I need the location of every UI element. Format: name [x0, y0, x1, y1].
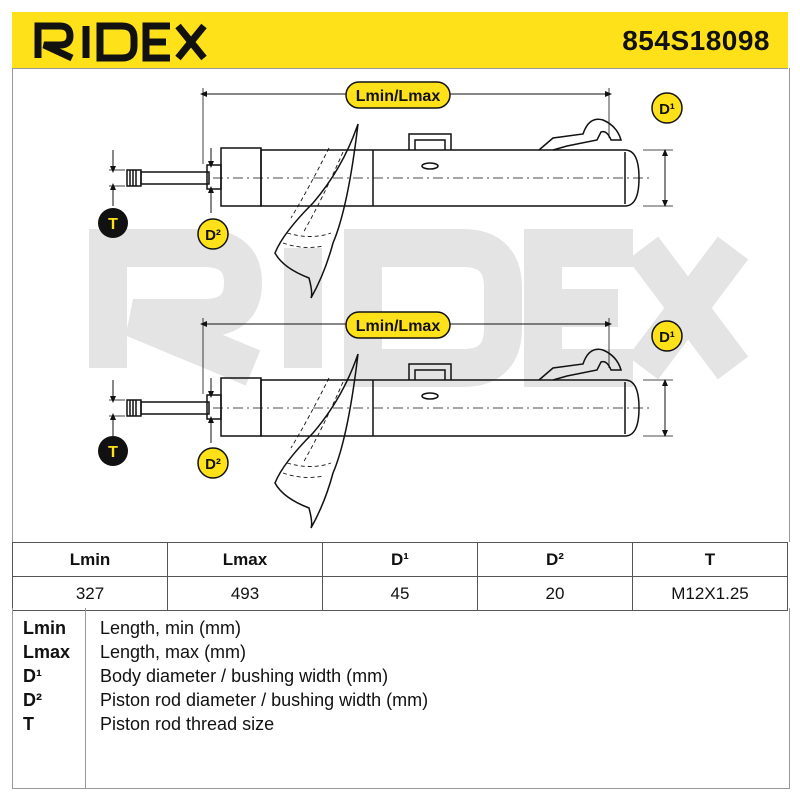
- header-bar: 854S18098: [12, 12, 788, 69]
- part-number: 854S18098: [622, 25, 770, 56]
- legend-key: Lmax: [23, 642, 71, 662]
- svg-text:D¹: D¹: [659, 101, 675, 118]
- col-header-d1: D¹: [322, 542, 478, 577]
- svg-text:D²: D²: [205, 227, 221, 244]
- col-header-t: T: [632, 542, 788, 577]
- legend-divider: [85, 608, 86, 788]
- badge-length-1: Lmin/Lmax: [345, 81, 451, 109]
- value-d1: 45: [322, 576, 478, 611]
- legend-key: D¹: [23, 666, 42, 686]
- technical-drawing: Lmin/Lmax D¹ T D² Lmin/Lmax D¹ T: [89, 81, 749, 529]
- legend-key: T: [23, 714, 34, 734]
- legend-desc: Length, max (mm): [100, 642, 247, 662]
- svg-text:Lmin/Lmax: Lmin/Lmax: [356, 318, 441, 335]
- ridex-logo: [34, 22, 207, 62]
- value-lmin: 327: [12, 576, 168, 611]
- badge-t-2: T: [98, 436, 128, 466]
- legend-desc: Piston rod diameter / bushing width (mm): [100, 690, 429, 710]
- legend: Lmin Length, min (mm) Lmax Length, max (…: [12, 608, 790, 789]
- badge-d2-1: D²: [197, 218, 229, 250]
- svg-text:T: T: [108, 444, 118, 461]
- legend-key: D²: [23, 690, 42, 710]
- badge-t-1: T: [98, 208, 128, 238]
- spec-table: Lmin Lmax D¹ D² T 327 493 45 20 M12X1.25: [12, 542, 788, 611]
- legend-desc: Body diameter / bushing width (mm): [100, 666, 389, 686]
- col-header-d2: D²: [477, 542, 633, 577]
- svg-text:D¹: D¹: [659, 329, 675, 346]
- table-row: 327 493 45 20 M12X1.25: [12, 576, 788, 611]
- value-d2: 20: [477, 576, 633, 611]
- ridex-watermark: [89, 229, 749, 387]
- diagram-area: Lmin/Lmax D¹ T D² Lmin/Lmax D¹ T: [12, 68, 790, 542]
- badge-length-2: Lmin/Lmax: [345, 311, 451, 339]
- legend-key: Lmin: [23, 618, 66, 638]
- table-header-row: Lmin Lmax D¹ D² T: [12, 542, 788, 577]
- svg-text:Lmin/Lmax: Lmin/Lmax: [356, 88, 441, 105]
- svg-text:T: T: [108, 216, 118, 233]
- col-header-lmin: Lmin: [12, 542, 168, 577]
- value-t: M12X1.25: [632, 576, 788, 611]
- badge-d1-2: D¹: [651, 320, 683, 352]
- legend-desc: Length, min (mm): [100, 618, 242, 638]
- badge-d1-1: D¹: [651, 92, 683, 124]
- svg-text:D²: D²: [205, 456, 221, 473]
- shock-absorber-view-2: [109, 318, 673, 529]
- value-lmax: 493: [167, 576, 323, 611]
- col-header-lmax: Lmax: [167, 542, 323, 577]
- badge-d2-2: D²: [197, 447, 229, 479]
- legend-desc: Piston rod thread size: [100, 714, 275, 734]
